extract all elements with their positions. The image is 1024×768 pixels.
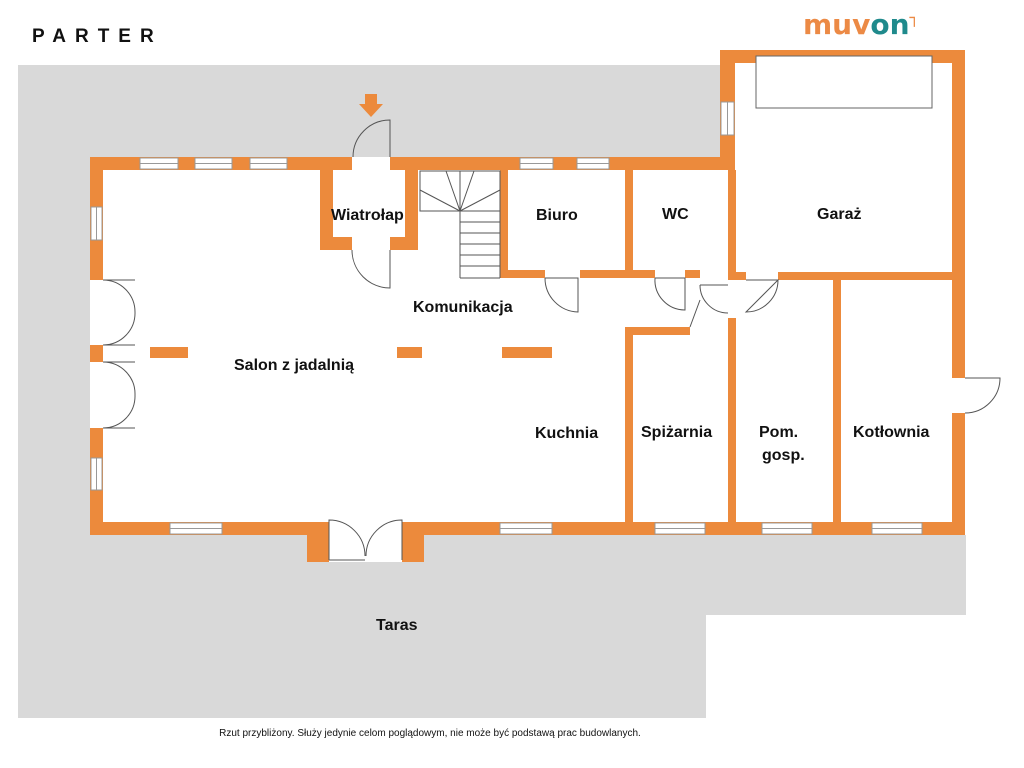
entrance-arrow-icon (359, 94, 383, 117)
room-label-taras: Taras (376, 617, 418, 634)
room-label-gosp: gosp. (762, 447, 805, 464)
room-label-spizarnia: Spiżarnia (641, 424, 712, 441)
room-label-wc: WC (662, 206, 689, 223)
stairs (419, 170, 501, 279)
room-label-kotlownia: Kotłownia (853, 424, 930, 441)
room-label-biuro: Biuro (536, 207, 578, 224)
room-label-garaz: Garaż (817, 206, 861, 223)
ground-area (18, 65, 966, 718)
room-label-kuchnia: Kuchnia (535, 425, 598, 442)
disclaimer: Rzut przybliżony. Służy jedynie celom po… (219, 728, 641, 739)
room-label-salon: Salon z jadalnią (234, 357, 354, 374)
windows (90, 55, 933, 535)
floor-title: PARTER (32, 26, 163, 47)
room-label-pom: Pom. (759, 424, 798, 441)
doors (90, 119, 1001, 562)
muvon-logo: muvon┐ (803, 8, 920, 41)
room-label-komunikacja: Komunikacja (413, 299, 513, 316)
room-label-wiatrolap: Wiatrołap (331, 207, 404, 224)
